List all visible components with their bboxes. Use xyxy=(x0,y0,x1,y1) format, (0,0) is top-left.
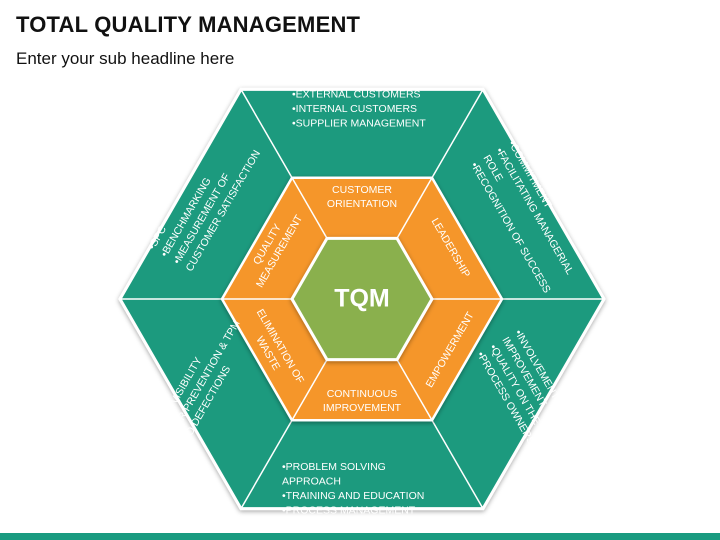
outer-segment-label: •EXTERNAL CUSTOMERS •INTERNAL CUSTOMERS •S… xyxy=(292,88,426,129)
outer-segment-label-line: •SUPPLIER MANAGEMENT xyxy=(292,117,426,129)
outer-divider-line xyxy=(431,89,484,179)
outer-divider-line xyxy=(240,419,293,509)
outer-segment-label-line: •PROBLEM SOLVING xyxy=(282,461,386,473)
page-title: TOTAL QUALITY MANAGEMENT xyxy=(16,12,361,37)
core-label-group: TQM xyxy=(334,285,390,313)
middle-divider-line xyxy=(291,359,328,421)
bottom-accent-bar xyxy=(0,533,720,540)
core-label: TQM xyxy=(334,285,390,313)
middle-divider-line xyxy=(396,359,433,421)
middle-divider-line xyxy=(291,177,328,239)
outer-divider-line xyxy=(240,89,293,179)
middle-segment-label: CONTINUOUS IMPROVEMENT xyxy=(323,388,402,414)
page-subtitle: Enter your sub headline here xyxy=(16,49,235,68)
outer-divider-line xyxy=(431,419,484,509)
middle-segment-label-line: ORIENTATION xyxy=(327,198,397,210)
middle-segment-label-line: IMPROVEMENT xyxy=(323,402,402,414)
middle-divider-line xyxy=(396,177,433,239)
middle-segment-label-line: CUSTOMER xyxy=(332,184,392,196)
middle-segment-label: CUSTOMER ORIENTATION xyxy=(327,184,397,210)
core-hexagon-shape xyxy=(290,236,434,362)
middle-segment-label-line: CONTINUOUS xyxy=(327,388,398,400)
outer-segment-label-line: •TRAINING AND EDUCATION xyxy=(282,490,424,502)
outer-segment-label-line: •EXTERNAL CUSTOMERS xyxy=(292,88,421,100)
outer-segment-label: •PROBLEM SOLVING APPROACH •TRAINING AND ED… xyxy=(282,461,424,517)
core-hexagon xyxy=(290,236,434,362)
outer-segment-label-line: APPROACH xyxy=(282,475,341,487)
outer-segment-label-line: •PROCESS MANAGEMENT xyxy=(282,505,416,517)
outer-segment-label-line: •INTERNAL CUSTOMERS xyxy=(292,103,417,115)
